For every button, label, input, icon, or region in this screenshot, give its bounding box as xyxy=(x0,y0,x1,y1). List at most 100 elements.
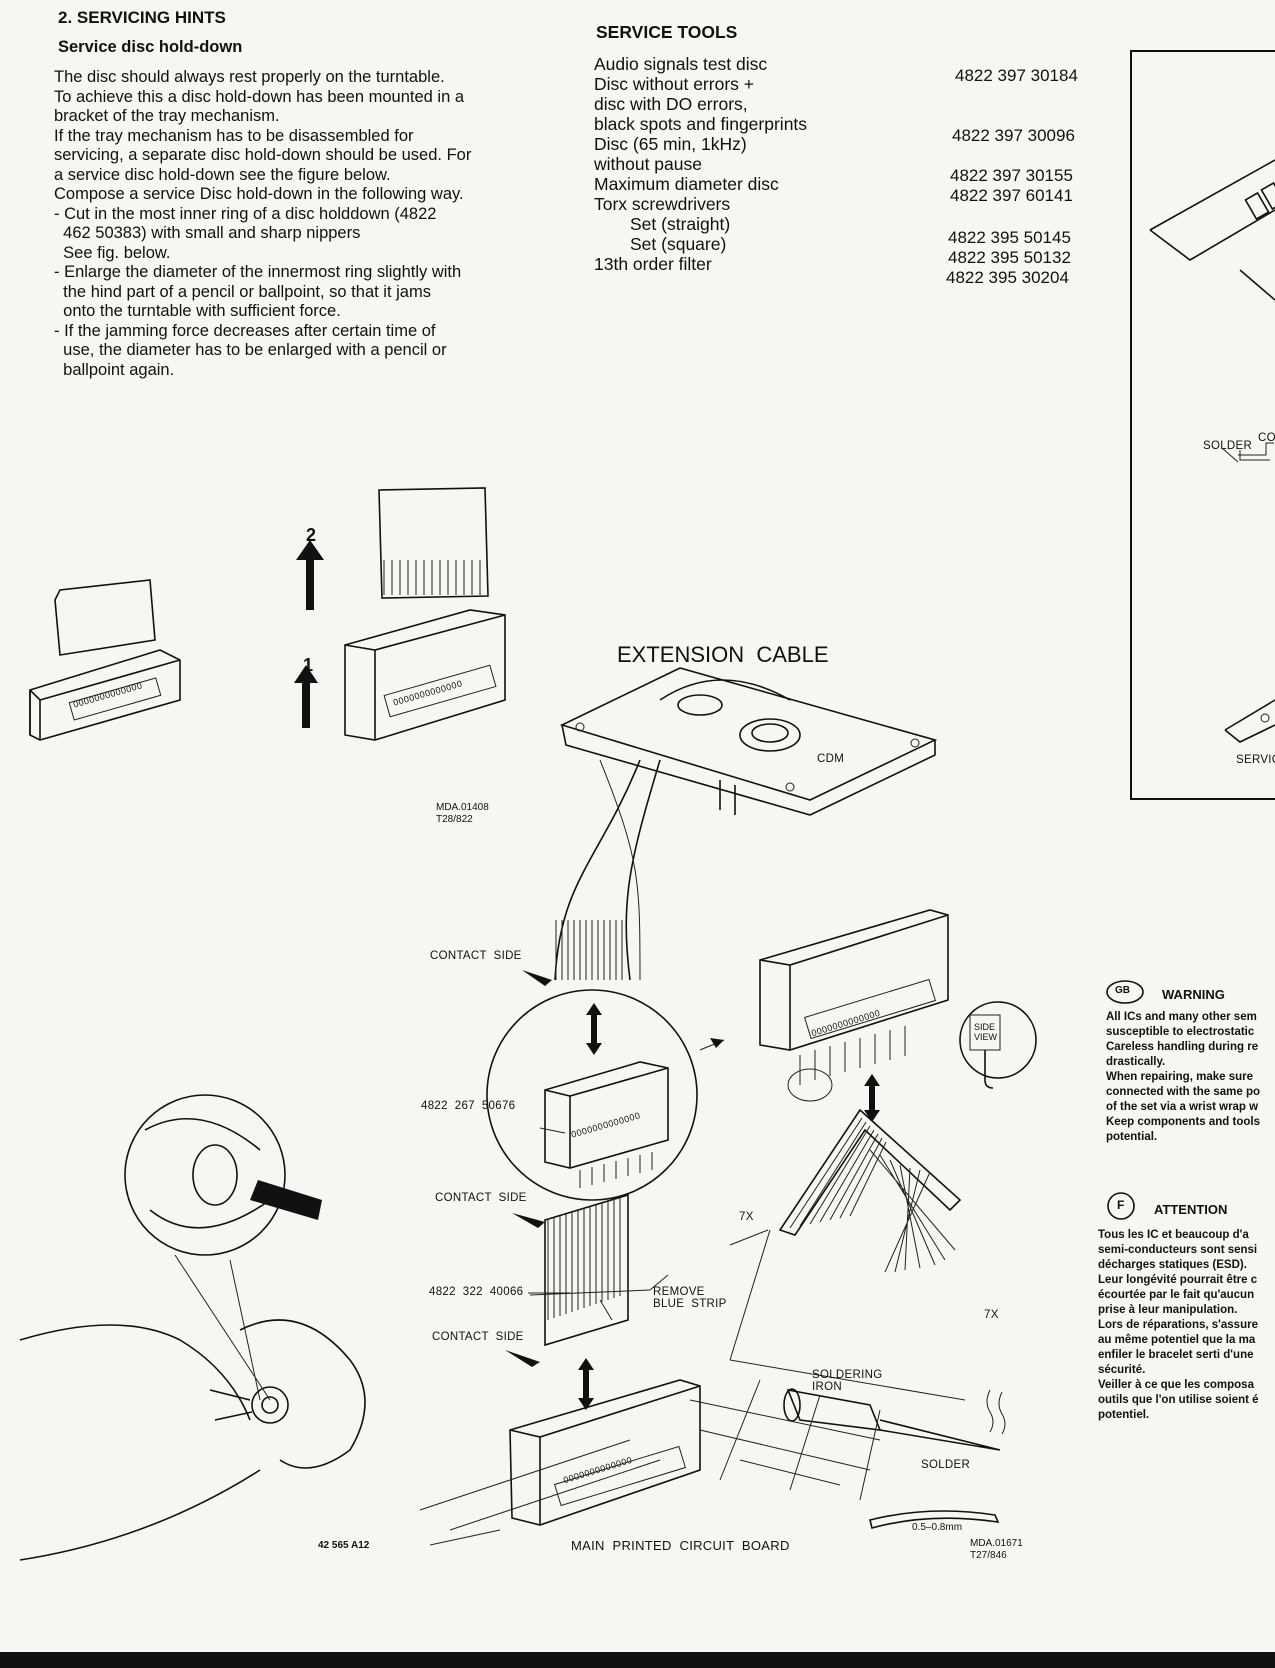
attention-line: au même potentiel que la ma xyxy=(1098,1334,1256,1346)
tool-item: Audio signals test disc xyxy=(594,54,768,74)
tool-item: Disc (65 min, 1kHz) xyxy=(594,134,747,154)
attention-line: Veiller à ce que les composa xyxy=(1098,1379,1254,1391)
document-number: 42 565 A12 xyxy=(318,1540,370,1551)
paragraph-line: - Enlarge the diameter of the innermost … xyxy=(54,263,462,281)
attention-line: décharges statiques (ESD). xyxy=(1098,1259,1247,1271)
warning-line: Careless handling during re xyxy=(1106,1041,1259,1053)
part-number: 4822 395 50145 xyxy=(948,228,1071,247)
cdm-label: CDM xyxy=(817,753,845,765)
warning-line: Keep components and tools xyxy=(1106,1116,1260,1128)
part-number: 4822 397 30184 xyxy=(955,66,1078,85)
soldering-iron-drawing xyxy=(689,1379,1006,1529)
extension-cable-label: EXTENSION CABLE xyxy=(617,642,829,667)
paragraph-line: - If the jamming force decreases after c… xyxy=(54,321,436,340)
arrow-1-label: 1 xyxy=(303,655,314,675)
connector-part-number: 4822 267 50676 xyxy=(421,1100,516,1112)
attention-line: Tous les IC et beaucoup d'a xyxy=(1098,1229,1249,1241)
tool-item: black spots and fingerprints xyxy=(594,114,808,134)
part-number: 4822 395 50132 xyxy=(948,248,1071,267)
service-tools-list: Audio signals test disc Disc without err… xyxy=(594,54,807,274)
attention-title: ATTENTION xyxy=(1154,1202,1228,1217)
paragraph-line: the hind part of a pencil or ballpoint, … xyxy=(54,282,431,301)
flat-cable-drawing xyxy=(529,1193,669,1410)
warning-badges xyxy=(1106,980,1144,1220)
tool-item: disc with DO errors, xyxy=(594,94,748,114)
tool-item: Maximum diameter disc xyxy=(594,174,779,194)
paragraph-line: 462 50383) with small and sharp nippers xyxy=(54,224,361,242)
magnifier-circle xyxy=(486,989,725,1201)
attention-badge: F xyxy=(1117,1198,1125,1212)
mda-bottom-line-2: T27/846 xyxy=(970,1550,1007,1561)
paragraph-line: a service disc hold-down see the figure … xyxy=(54,165,391,184)
warning-badge: GB xyxy=(1115,985,1130,996)
tool-item: Disc without errors + xyxy=(594,74,754,94)
paragraph-line: onto the turntable with sufficient force… xyxy=(54,302,341,320)
attention-line: enfiler le bracelet serti d'une xyxy=(1098,1349,1254,1361)
attention-line: Lors de réparations, s'assure xyxy=(1098,1319,1258,1331)
solder-size-label: 0.5–0.8mm xyxy=(912,1522,963,1533)
tool-item: 13th order filter xyxy=(594,254,712,274)
mda-bottom-line-1: MDA.01671 xyxy=(970,1538,1023,1549)
paragraph-line: The disc should always rest properly on … xyxy=(54,68,445,86)
paragraph-line: Compose a service Disc hold-down in the … xyxy=(54,185,464,203)
right-panel-service-label: SERVIC xyxy=(1236,754,1275,766)
extension-cable-drawing xyxy=(554,759,661,981)
warning-title: WARNING xyxy=(1162,987,1225,1002)
hands-with-nippers-drawing xyxy=(19,1094,366,1561)
paragraph-line: - Cut in the most inner ring of a disc h… xyxy=(54,204,437,223)
connector-assembled-drawing xyxy=(29,579,181,741)
right-panel-pcb-drawing xyxy=(1149,159,1275,743)
contact-side-label: CONTACT SIDE xyxy=(435,1192,527,1204)
part-number: 4822 397 30155 xyxy=(950,166,1073,185)
contact-side-label: CONTACT SIDE xyxy=(430,950,522,962)
tool-item: without pause xyxy=(594,154,702,174)
right-connector-drawing xyxy=(759,909,1037,1122)
remove-label-line-1: REMOVE xyxy=(653,1286,705,1298)
warning-line: of the set via a wrist wrap w xyxy=(1106,1101,1259,1113)
side-view-label-line-1: SIDE xyxy=(974,1022,996,1032)
warning-line: potential. xyxy=(1106,1131,1158,1143)
mda-top-line-1: MDA.01408 xyxy=(436,802,489,813)
label-pointer-arrows xyxy=(505,970,570,1367)
paragraph-line: use, the diameter has to be enlarged wit… xyxy=(54,341,447,359)
tool-item: Set (straight) xyxy=(630,214,731,234)
contact-side-label: CONTACT SIDE xyxy=(432,1331,524,1343)
paragraph-line: bracket of the tray mechanism. xyxy=(54,107,280,125)
service-tools-title: SERVICE TOOLS xyxy=(596,22,738,42)
seven-x-label: 7X xyxy=(739,1211,754,1223)
warning-text: All ICs and many other sem susceptible t… xyxy=(1106,1010,1260,1145)
paragraph-line: To achieve this a disc hold-down has bee… xyxy=(54,87,465,106)
remove-label-line-2: BLUE STRIP xyxy=(653,1298,727,1310)
tool-item: Torx screwdrivers xyxy=(594,194,731,214)
cdm-mechanism-drawing xyxy=(559,667,938,816)
seven-x-label: 7X xyxy=(984,1309,999,1321)
arrow-2-label: 2 xyxy=(306,525,317,545)
attention-line: écourtée par le fait qu'aucun xyxy=(1098,1289,1255,1301)
attention-text: Tous les IC et beaucoup d'a semi-conduct… xyxy=(1098,1228,1259,1423)
soldering-iron-label-line-1: SOLDERING xyxy=(812,1369,883,1381)
paragraph-line: If the tray mechanism has to be disassem… xyxy=(54,126,414,145)
side-view-label-line-2: VIEW xyxy=(974,1032,998,1042)
connector-exploded-drawing xyxy=(294,487,506,741)
attention-line: outils que l'on utilise soient é xyxy=(1098,1394,1259,1406)
paragraph: The disc should always rest properly on … xyxy=(54,68,534,380)
attention-line: sécurité. xyxy=(1098,1364,1146,1376)
warning-line: When repairing, make sure xyxy=(1106,1071,1253,1083)
paragraph-line: See fig. below. xyxy=(54,243,171,262)
attention-line: semi-conducteurs sont sensi xyxy=(1098,1244,1258,1256)
part-number: 4822 395 30204 xyxy=(946,268,1069,287)
section-title: 2. SERVICING HINTS xyxy=(58,8,226,27)
warning-line: connected with the same po xyxy=(1106,1086,1260,1098)
paragraph-line: ballpoint again. xyxy=(54,360,175,379)
right-panel-co-label: CO xyxy=(1258,432,1275,444)
warning-line: drastically. xyxy=(1106,1056,1166,1068)
paragraph-line: servicing, a separate disc hold-down sho… xyxy=(54,146,472,164)
attention-line: prise à leur manipulation. xyxy=(1098,1304,1238,1316)
part-number: 4822 397 60141 xyxy=(950,186,1073,205)
cable-part-number: 4822 322 40066 xyxy=(429,1286,524,1298)
mda-top-line-2: T28/822 xyxy=(436,814,473,825)
right-panel-solder-label: SOLDER xyxy=(1203,440,1253,452)
attention-line: Leur longévité pourrait être c xyxy=(1098,1274,1258,1286)
part-number: 4822 397 30096 xyxy=(952,126,1075,145)
